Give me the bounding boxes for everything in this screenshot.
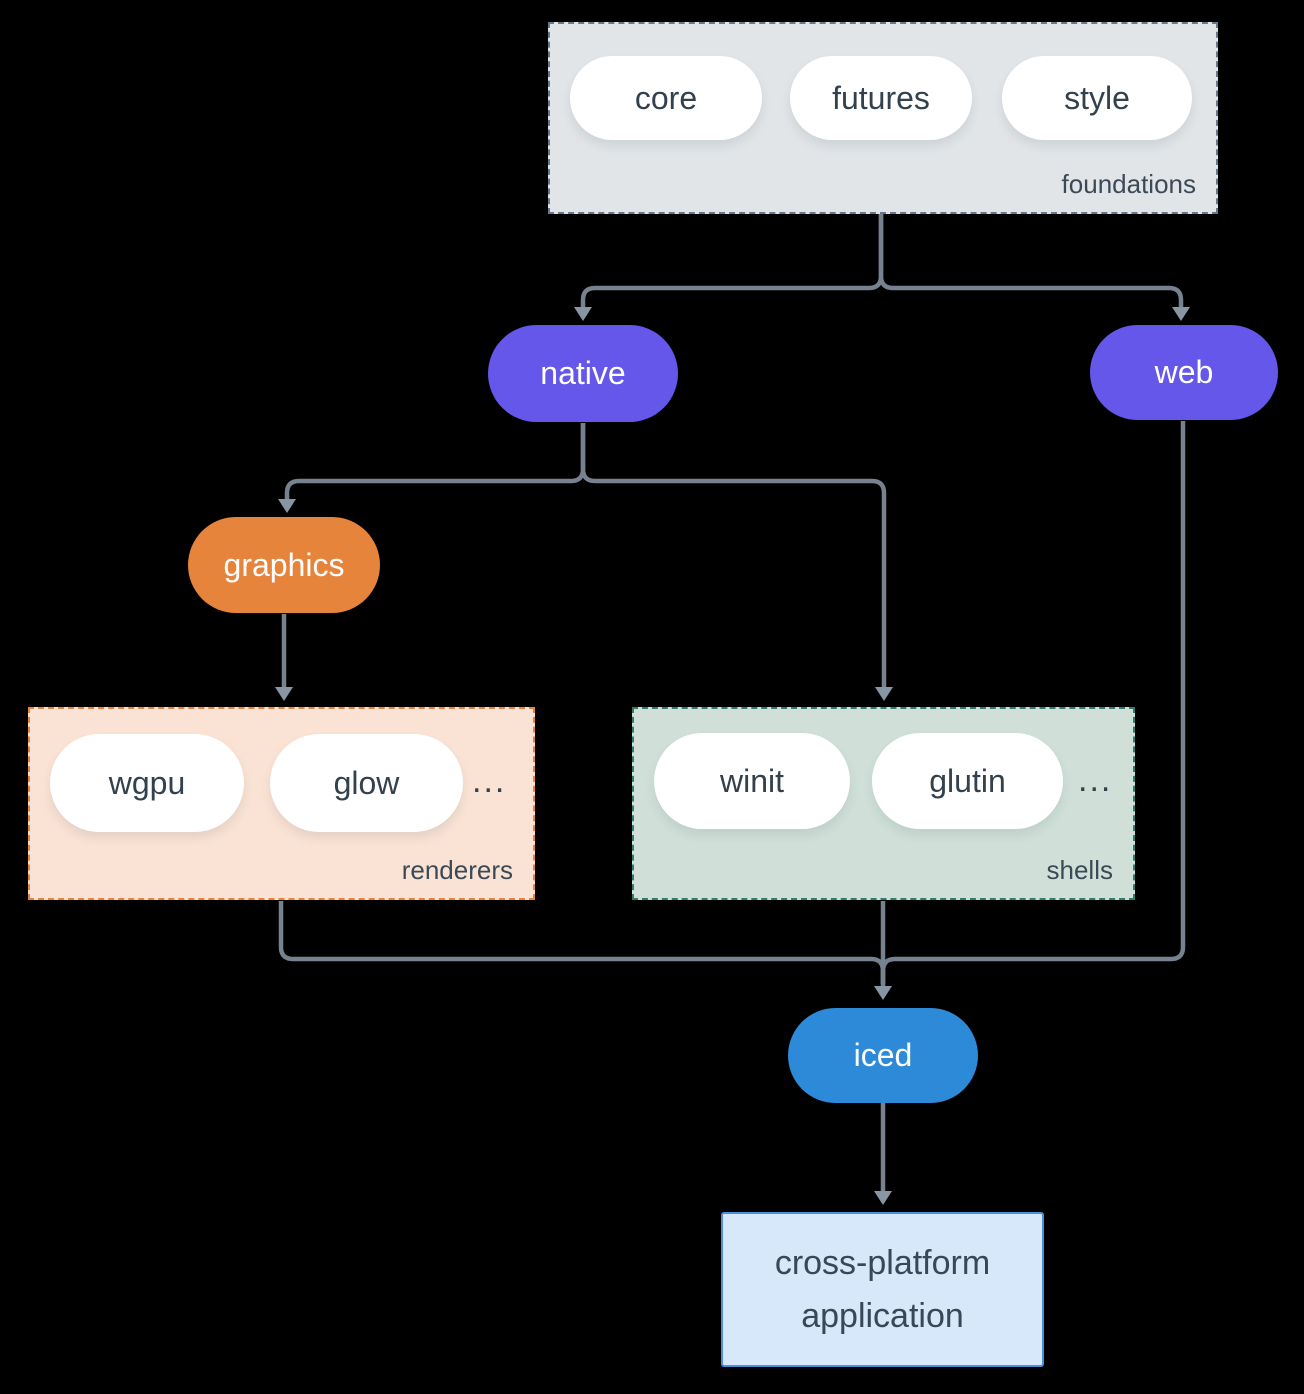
node-style: style bbox=[1002, 56, 1192, 140]
node-wgpu-label: wgpu bbox=[108, 764, 186, 801]
node-core-label: core bbox=[634, 79, 698, 116]
edge-renderers-iced bbox=[278, 901, 886, 984]
node-style-label: style bbox=[1064, 79, 1130, 116]
group-foundations-label: foundations bbox=[1061, 169, 1196, 199]
node-futures: futures bbox=[790, 56, 972, 140]
node-core: core bbox=[570, 56, 762, 140]
edge-native-graphics bbox=[284, 423, 586, 499]
node-graphics: graphics bbox=[188, 517, 380, 613]
node-native-label: native bbox=[540, 355, 626, 391]
shells-ellipsis: ... bbox=[1078, 761, 1113, 799]
node-native: native bbox=[488, 325, 678, 422]
node-glutin: glutin bbox=[872, 733, 1063, 829]
node-winit: winit bbox=[654, 733, 850, 829]
node-web: web bbox=[1090, 325, 1278, 420]
arrowhead-application bbox=[874, 1191, 892, 1205]
node-iced: iced bbox=[788, 1008, 978, 1103]
node-application: cross-platform application bbox=[721, 1212, 1044, 1367]
node-iced-label: iced bbox=[853, 1037, 913, 1073]
edge-native-shells bbox=[580, 423, 887, 687]
arrowhead-web bbox=[1172, 307, 1190, 321]
node-wgpu: wgpu bbox=[50, 734, 244, 832]
group-shells-label: shells bbox=[1046, 855, 1113, 885]
application-label-line1: cross-platform bbox=[774, 1243, 991, 1282]
group-renderers-label: renderers bbox=[401, 855, 513, 885]
edge-foundations-web bbox=[878, 214, 1184, 307]
arrowhead-graphics bbox=[278, 499, 296, 513]
edge-foundations-native bbox=[580, 214, 884, 307]
node-glow-label: glow bbox=[333, 764, 400, 801]
application-label-line2: application bbox=[801, 1296, 964, 1335]
node-glow: glow bbox=[270, 734, 463, 832]
arrowhead-shells bbox=[875, 687, 893, 701]
arrowhead-iced bbox=[874, 986, 892, 1000]
node-web-label: web bbox=[1154, 354, 1214, 390]
node-futures-label: futures bbox=[832, 79, 930, 116]
node-graphics-label: graphics bbox=[223, 546, 345, 583]
renderers-ellipsis: ... bbox=[472, 762, 507, 800]
node-glutin-label: glutin bbox=[929, 762, 1006, 799]
arrowhead-native bbox=[574, 307, 592, 321]
node-winit-label: winit bbox=[719, 762, 784, 799]
arrowhead-renderers bbox=[275, 687, 293, 701]
